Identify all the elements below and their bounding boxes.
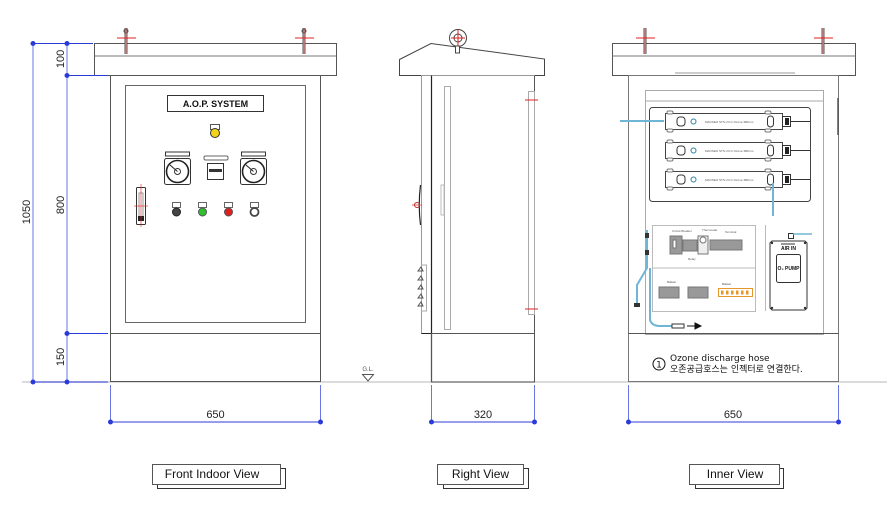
ballast-icon — [687, 286, 709, 299]
dim-total-height: 1050 — [21, 200, 33, 224]
terminal-dot — [736, 290, 739, 295]
terminal-block-icon — [709, 239, 743, 251]
run-lamp-icon — [198, 202, 207, 217]
note-line-1: Ozone discharge hose — [670, 354, 770, 364]
uv-lamp-label: MAOSEO STS UV-C Ozone 380mm — [705, 120, 754, 124]
dim-inner-width: 650 — [724, 409, 742, 421]
view-title-inner: Inner View — [689, 464, 784, 489]
ballast-label-1: Ballast — [667, 280, 676, 284]
view-title-right: Right View — [437, 464, 529, 489]
circuit-breaker-icon — [669, 235, 698, 255]
dim-right-depth: 320 — [474, 409, 492, 421]
o3-pump-icon — [776, 254, 801, 283]
dim-body-height: 800 — [55, 196, 67, 214]
front-door[interactable] — [125, 85, 306, 323]
view-title-inner-text: Inner View — [707, 467, 764, 481]
dim-roof-height: 100 — [55, 50, 67, 68]
view-title-front-text: Front Indoor View — [165, 467, 260, 481]
terminal-dot — [721, 290, 724, 295]
right-view — [399, 29, 545, 383]
front-roof — [94, 43, 337, 76]
right-roof — [399, 42, 545, 76]
view-title-front: Front Indoor View — [152, 464, 286, 489]
digital-timer-icon — [203, 155, 229, 180]
right-dimensions — [429, 385, 537, 425]
thermostat-label: Thermostat — [702, 228, 717, 232]
flowmeter-icon — [134, 184, 148, 227]
power-lamp-icon — [210, 128, 220, 138]
uv-lamp: MAOSEO STS UV-C Ozone 380mm — [665, 139, 810, 162]
ground-level-label: G.L. — [362, 367, 374, 373]
ballast-icon — [658, 286, 680, 299]
circuit-breaker-label: Circuit Breaker — [672, 229, 692, 233]
terminal-dot — [741, 290, 744, 295]
view-title-right-text: Right View — [452, 467, 509, 481]
eyebolt-icon — [117, 28, 136, 54]
eyebolt-icon — [295, 28, 314, 54]
terminal-dot — [746, 290, 749, 295]
uv-lamp: MAOSEO STS UV-C Ozone 380mm — [665, 110, 810, 133]
thermostat-icon — [697, 235, 709, 255]
gauge-icon — [240, 151, 267, 185]
selector-switch-icon[interactable] — [172, 202, 181, 217]
ballast-terminal-icon — [718, 288, 753, 297]
door-handle-icon[interactable] — [412, 184, 422, 226]
inner-roof — [612, 43, 856, 76]
ozone-hose — [620, 120, 774, 329]
uv-lamp: MAOSEO STS UV-C Ozone 380mm — [665, 168, 810, 191]
reset-button-icon[interactable] — [249, 202, 260, 217]
relay-label: Relay — [688, 257, 696, 261]
terminal-dot — [726, 290, 729, 295]
ground-level-icon — [361, 374, 375, 382]
uv-lamp-label: MAOSEO STS UV-C Ozone 380mm — [705, 149, 754, 153]
stop-lamp-icon — [224, 202, 233, 217]
ballast-label-2: Ballast — [722, 282, 731, 286]
eyebolt-icon — [636, 28, 655, 54]
uv-lamp-label: MAOSEO STS UV-C Ozone 380mm — [705, 178, 754, 182]
dim-base-height: 150 — [55, 348, 67, 366]
arrow-icon — [687, 322, 703, 330]
note-number: 1 — [656, 361, 662, 371]
inner-dimensions — [626, 385, 841, 425]
note-line-2: 오존공급호스는 인젝터로 연결한다. — [670, 364, 803, 375]
louver — [421, 264, 427, 312]
note-number-icon — [652, 357, 666, 371]
nameplate-text: A.O.P. SYSTEM — [183, 99, 248, 109]
nameplate — [167, 95, 264, 112]
eyebolt-icon — [814, 28, 833, 54]
air-in-label: AIR IN — [781, 246, 796, 252]
terminal-dot — [731, 290, 734, 295]
gauge-icon — [164, 151, 191, 185]
terminal-label: Terminal — [725, 230, 737, 234]
dim-front-width: 650 — [206, 409, 224, 421]
o3-pump-label: O₃ PUMP — [777, 266, 800, 272]
eyebolt-icon — [449, 29, 467, 54]
front-dimensions — [30, 41, 323, 425]
front-view: A.O.P. SYSTEM — [94, 28, 337, 382]
